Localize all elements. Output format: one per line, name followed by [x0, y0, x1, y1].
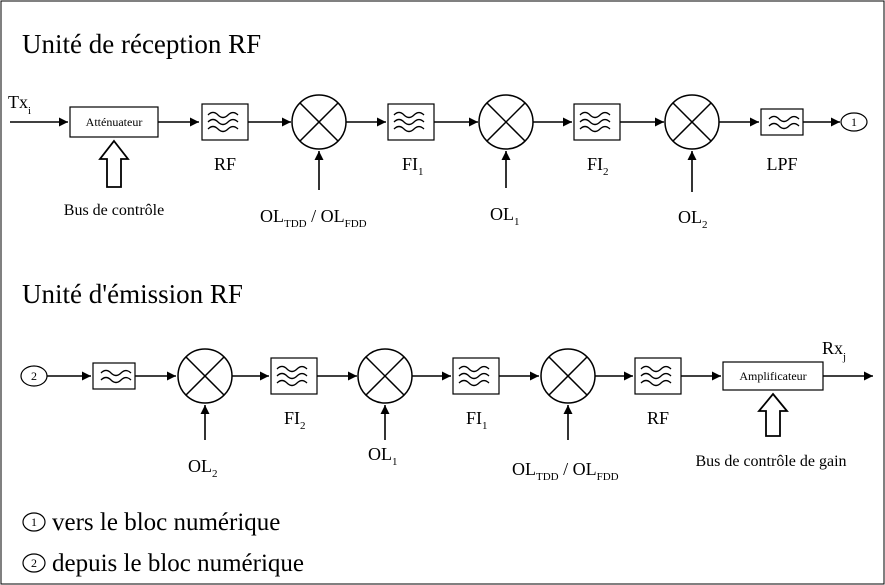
emission-fi2-filter-icon: [270, 357, 318, 395]
fi2-filter-icon: [573, 103, 621, 141]
emission-mixer-3-icon: [540, 348, 596, 404]
emission-lpf-icon: [92, 362, 136, 390]
reception-title: Unité de réception RF: [22, 29, 261, 59]
attenuator-block: [69, 106, 159, 138]
fi2-filter-label: FI2: [587, 154, 609, 178]
legend: 1 vers le bloc numérique 2 depuis le blo…: [22, 509, 304, 577]
emission-section: Unité d'émission RF 2 OL2 FI2 OL1 FI1 OL…: [20, 279, 873, 483]
legend-marker-1: [22, 512, 46, 532]
mixer-1-icon: [291, 94, 347, 150]
rf-filter-icon: [201, 103, 249, 141]
attenuator-label: Atténuateur: [86, 115, 143, 129]
mixer-3-icon: [664, 94, 720, 150]
emission-mixer-2-lo-label: OL1: [368, 444, 398, 468]
reception-section: Unité de réception RF Txi Atténuateur Bu…: [8, 29, 868, 231]
legend-marker-1-label: 1: [31, 515, 37, 529]
emission-mixer-1-icon: [177, 348, 233, 404]
emission-mixer-1-lo-label: OL2: [188, 456, 218, 480]
fi1-filter-label: FI1: [402, 154, 424, 178]
emission-mixer-2-icon: [357, 348, 413, 404]
output-marker-1-label: 1: [851, 115, 857, 129]
amplifier-label: Amplificateur: [739, 369, 806, 383]
emission-fi1-filter-label: FI1: [466, 408, 488, 432]
emission-mixer-3-lo-label: OLTDD / OLFDD: [512, 459, 619, 483]
emission-fi1-filter-icon: [452, 357, 500, 395]
gain-bus-label: Bus de contrôle de gain: [695, 453, 846, 470]
control-bus-arrow: [98, 139, 130, 188]
mixer-2-lo-label: OL1: [490, 204, 520, 228]
control-bus-label: Bus de contrôle: [64, 202, 164, 219]
gain-bus-arrow: [757, 392, 789, 437]
emission-title: Unité d'émission RF: [22, 279, 243, 309]
fi1-filter-icon: [387, 103, 435, 141]
reception-input-label: Txi: [8, 92, 31, 117]
legend-marker-2: [22, 553, 46, 573]
emission-output-label: Rxj: [822, 338, 846, 363]
mixer-2-icon: [478, 94, 534, 150]
emission-rf-filter-icon: [634, 357, 682, 395]
legend-item-1-text: vers le bloc numérique: [52, 509, 280, 536]
lpf-filter-icon: [760, 108, 804, 136]
input-marker-2-label: 2: [31, 369, 37, 383]
legend-item-2-text: depuis le bloc numérique: [52, 550, 304, 577]
rf-filter-label: RF: [214, 154, 236, 174]
emission-rf-filter-label: RF: [647, 408, 669, 428]
mixer-1-lo-label: OLTDD / OLFDD: [260, 206, 367, 230]
legend-marker-2-label: 2: [31, 556, 37, 570]
amplifier-block: [722, 361, 824, 391]
mixer-3-lo-label: OL2: [678, 207, 708, 231]
output-marker-1: [840, 112, 868, 132]
lpf-filter-label: LPF: [766, 154, 797, 174]
emission-fi2-filter-label: FI2: [284, 408, 306, 432]
